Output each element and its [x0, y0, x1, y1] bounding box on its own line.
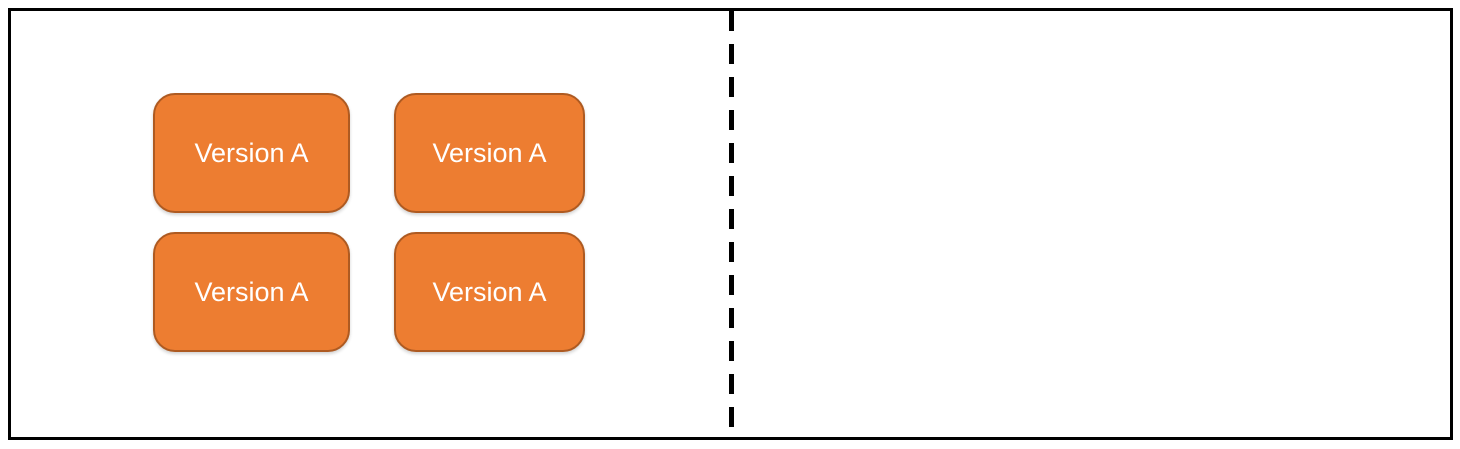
version-a-shape[interactable]: Version A — [394, 232, 585, 352]
shape-label: Version A — [194, 137, 309, 168]
dashed-divider-line — [729, 11, 734, 438]
version-a-shape[interactable]: Version A — [153, 93, 350, 213]
shape-label: Version A — [194, 276, 309, 307]
shape-label: Version A — [432, 276, 547, 307]
version-a-shape[interactable]: Version A — [153, 232, 350, 352]
version-a-shape[interactable]: Version A — [394, 93, 585, 213]
shape-label: Version A — [432, 137, 547, 168]
